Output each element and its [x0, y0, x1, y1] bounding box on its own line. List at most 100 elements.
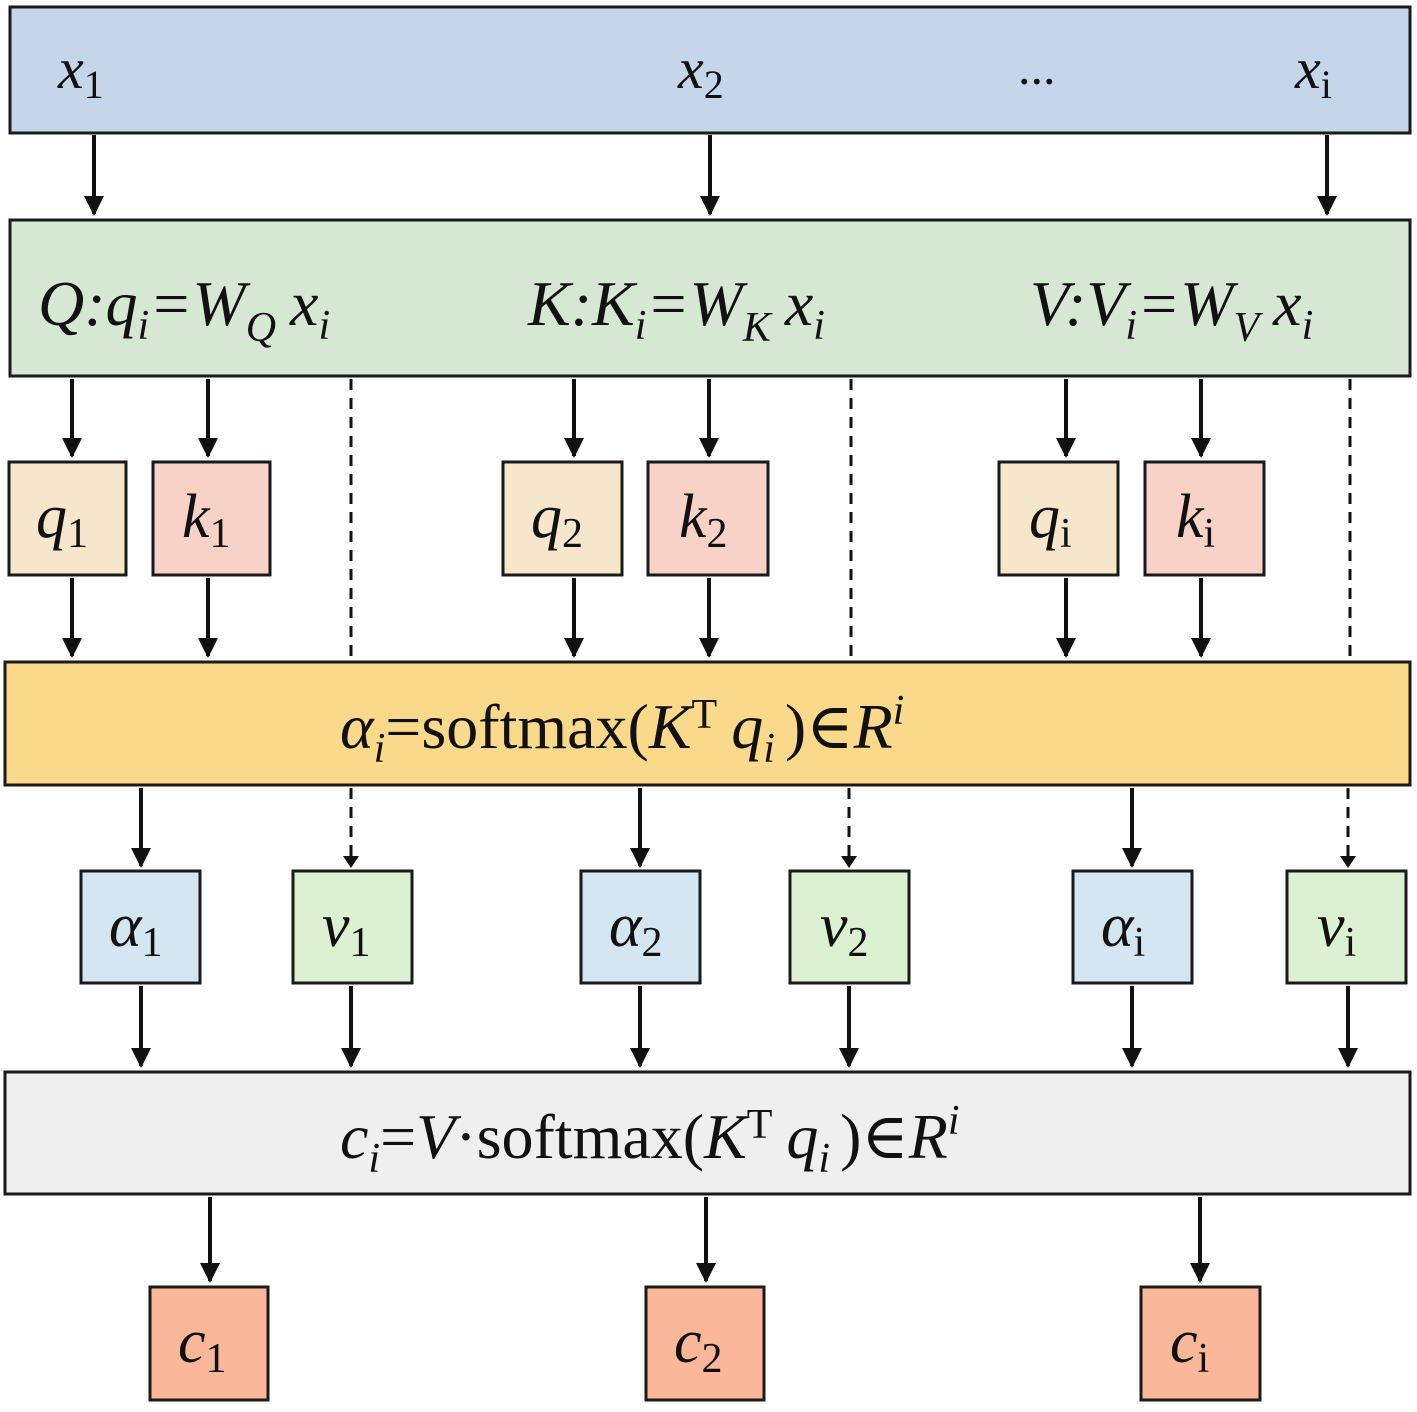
box-c1-base: c — [178, 1308, 206, 1376]
ctx-R: R — [908, 1101, 948, 1172]
box-vi: vi — [1285, 869, 1408, 985]
ctx-close: ) — [840, 1101, 861, 1172]
svg-text:xi: xi — [1294, 36, 1332, 107]
svg-text:α1: α1 — [109, 892, 163, 966]
context-bar — [3, 1070, 1412, 1196]
box-ki: ki — [1143, 460, 1266, 577]
proj-q-weight: W — [192, 268, 251, 339]
box-v1-rect — [291, 869, 414, 985]
box-ki-rect — [1143, 460, 1266, 577]
ctx-K: K — [703, 1101, 750, 1172]
att-R: R — [853, 691, 893, 762]
proj-k-name: K — [527, 268, 574, 339]
svg-text:v1: v1 — [322, 892, 371, 966]
box-q2-rect — [501, 460, 624, 577]
box-qi-sub: i — [1060, 511, 1072, 557]
att-alpha: α — [340, 691, 375, 762]
proj-k-input: x — [784, 268, 813, 339]
attention-bar — [3, 660, 1412, 787]
box-c2-sub: 2 — [702, 1336, 723, 1382]
box-v1: v1 — [291, 869, 414, 985]
box-vi-sub: i — [1345, 920, 1357, 966]
proj-k-input-sub: i — [813, 303, 825, 349]
input-x2-base: x — [677, 36, 704, 101]
input-ellipsis: ... — [1018, 39, 1056, 95]
ctx-R-sup: i — [948, 1098, 960, 1144]
box-alpha2-sub: 2 — [642, 920, 663, 966]
att-softmax: softmax( — [421, 691, 649, 762]
svg-text:vi: vi — [1317, 892, 1356, 966]
ctx-c: c — [340, 1101, 368, 1172]
box-ci-rect — [1139, 1285, 1262, 1402]
box-v2-sub: 2 — [848, 920, 869, 966]
box-q1-base: q — [36, 483, 67, 551]
input-x2-sub: 2 — [704, 62, 724, 107]
dashed-arrowhead-v2 — [841, 856, 857, 868]
svg-text:x2: x2 — [677, 36, 724, 107]
att-R-sup: i — [893, 688, 905, 734]
ctx-softmax: softmax( — [477, 1101, 705, 1172]
svg-text:c2: c2 — [674, 1308, 723, 1382]
box-alphai: αi — [1071, 869, 1194, 985]
box-v2: v2 — [788, 869, 911, 985]
proj-k-lhs-sub: i — [635, 303, 647, 349]
box-k2-base: k — [679, 483, 708, 551]
svg-text:q2: q2 — [531, 483, 583, 557]
box-alphai-base: α — [1101, 892, 1135, 960]
box-q2-sub: 2 — [562, 511, 583, 557]
ctx-equals: = — [380, 1101, 416, 1172]
input-xi-base: x — [1294, 36, 1321, 101]
box-k2: k2 — [646, 460, 770, 577]
svg-text:q1: q1 — [36, 483, 88, 557]
svg-text:α2: α2 — [609, 892, 663, 966]
svg-text:ki: ki — [1176, 483, 1215, 557]
box-vi-rect — [1285, 869, 1408, 985]
proj-q-lhs-sub: i — [138, 303, 150, 349]
box-ki-sub: i — [1204, 511, 1216, 557]
att-q-sub: i — [763, 726, 775, 772]
proj-v-input-sub: i — [1302, 303, 1314, 349]
att-close: ) — [785, 691, 806, 762]
box-alpha2: α2 — [579, 869, 702, 985]
input-x2: x2 — [677, 36, 724, 107]
proj-k-equals: = — [646, 268, 689, 339]
svg-text:v2: v2 — [820, 892, 869, 966]
proj-v-equals: = — [1137, 268, 1180, 339]
proj-k-colon: : — [571, 268, 592, 339]
box-qi-base: q — [1029, 483, 1060, 551]
box-v2-base: v — [820, 892, 848, 960]
input-x1-base: x — [57, 36, 84, 101]
dashed-arrowhead-v1 — [343, 856, 359, 868]
box-k1: k1 — [151, 460, 272, 577]
box-c1-sub: 1 — [206, 1336, 227, 1382]
proj-q-input-sub: i — [318, 303, 330, 349]
box-k1-base: k — [182, 483, 211, 551]
proj-v-input: x — [1272, 268, 1301, 339]
att-T: T — [692, 692, 718, 738]
svg-text:ci: ci — [1170, 1308, 1209, 1382]
proj-k-lhs: K — [591, 268, 638, 339]
box-qi: qi — [997, 460, 1120, 577]
box-ci-sub: i — [1198, 1336, 1210, 1382]
ctx-q-sub: i — [818, 1136, 830, 1182]
box-k1-rect — [151, 460, 272, 577]
input-xi: xi — [1294, 36, 1332, 107]
svg-text:x1: x1 — [57, 36, 104, 107]
box-ci-base: c — [1170, 1308, 1198, 1376]
box-v1-base: v — [322, 892, 350, 960]
box-k1-sub: 1 — [210, 511, 231, 557]
proj-v-weight-sub: V — [1234, 305, 1264, 351]
dashed-arrowhead-vi — [1340, 856, 1356, 868]
proj-q-name: Q — [38, 268, 84, 339]
box-alphai-rect — [1071, 869, 1194, 985]
ctx-V: V — [416, 1101, 462, 1172]
box-q2: q2 — [501, 460, 624, 577]
svg-text:k1: k1 — [182, 483, 231, 557]
box-ci: ci — [1139, 1285, 1262, 1402]
